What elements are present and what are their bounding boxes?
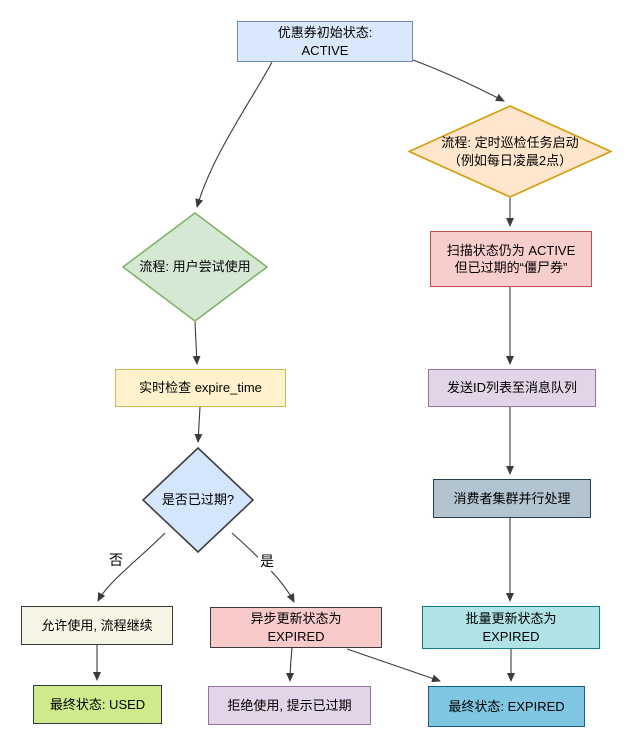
diamond-shape xyxy=(142,447,254,553)
edge-check-to-expq xyxy=(194,406,203,443)
edge-label-yes: 是 xyxy=(258,551,276,571)
node-async-update-label: 异步更新状态为 EXPIRED xyxy=(250,611,342,644)
node-final-used-label: 最终状态: USED xyxy=(49,696,146,712)
edge-initial-to-patrol xyxy=(412,59,505,102)
node-realtime-check-label: 实时检查 expire_time xyxy=(139,380,262,396)
node-send-queue: 发送ID列表至消息队列 xyxy=(428,369,596,407)
node-allow-use-label: 允许使用, 流程继续 xyxy=(41,617,153,633)
edge-usertry-to-check xyxy=(192,321,201,365)
node-send-queue-label: 发送ID列表至消息队列 xyxy=(446,380,577,396)
node-user-try-diamond: 流程: 用户尝试使用 xyxy=(122,212,268,322)
node-initial-state: 优惠券初始状态: ACTIVE xyxy=(237,21,413,62)
node-expired-question-label: 是否已过期? xyxy=(161,492,235,508)
edge-label-no: 否 xyxy=(107,550,125,570)
node-realtime-check: 实时检查 expire_time xyxy=(115,369,286,407)
diamond-shape xyxy=(122,212,268,322)
node-scan-zombie: 扫描状态仍为 ACTIVE 但已过期的“僵尸券” xyxy=(430,231,592,287)
node-patrol-task-diamond: 流程: 定时巡检任务启动 （例如每日凌晨2点） xyxy=(408,105,612,198)
node-initial-state-label: 优惠券初始状态: ACTIVE xyxy=(277,25,373,58)
node-patrol-task-label: 流程: 定时巡检任务启动 （例如每日凌晨2点） xyxy=(441,135,579,168)
node-consumer-cluster-label: 消费者集群并行处理 xyxy=(453,490,571,506)
diamond-shape xyxy=(408,105,612,198)
node-final-expired-label: 最终状态: EXPIRED xyxy=(448,698,565,714)
node-final-expired: 最终状态: EXPIRED xyxy=(428,686,585,727)
node-async-update: 异步更新状态为 EXPIRED xyxy=(210,607,382,648)
node-scan-zombie-label: 扫描状态仍为 ACTIVE 但已过期的“僵尸券” xyxy=(446,242,576,275)
node-consumer-cluster: 消费者集群并行处理 xyxy=(433,479,591,518)
node-reject-use: 拒绝使用, 提示已过期 xyxy=(208,686,371,725)
edge-initial-to-usertry xyxy=(195,61,273,208)
edge-async-to-reject xyxy=(286,647,295,682)
node-batch-update: 批量更新状态为 EXPIRED xyxy=(422,606,600,649)
node-final-used: 最终状态: USED xyxy=(33,685,162,724)
node-user-try-label: 流程: 用户尝试使用 xyxy=(139,259,251,275)
node-expired-question-diamond: 是否已过期? xyxy=(142,447,254,553)
edge-async-to-final xyxy=(346,648,441,683)
node-batch-update-label: 批量更新状态为 EXPIRED xyxy=(465,611,557,644)
node-reject-use-label: 拒绝使用, 提示已过期 xyxy=(227,697,352,713)
node-allow-use: 允许使用, 流程继续 xyxy=(21,606,173,645)
